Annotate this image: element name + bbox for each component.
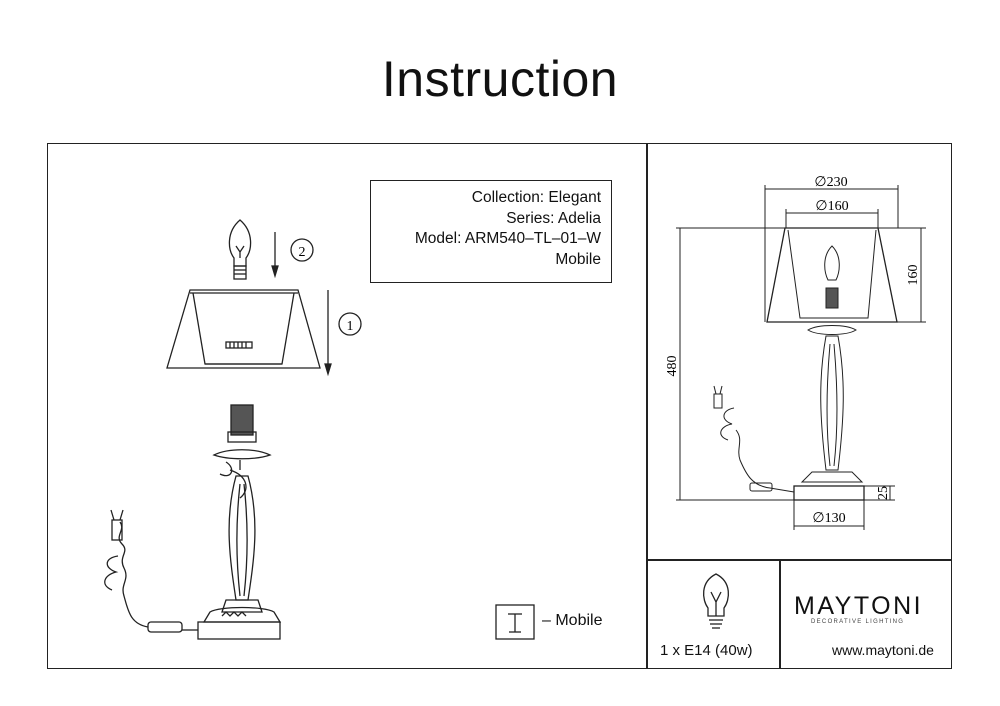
dim-base-height: 25 (876, 486, 891, 500)
mobile-legend-label: – Mobile (542, 612, 603, 629)
bulb-spec: 1 x E14 (40w) (660, 642, 753, 659)
instruction-frame (47, 143, 952, 669)
website-link[interactable]: www.maytoni.de (832, 642, 934, 658)
dim-total-height: 480 (665, 356, 680, 377)
mobile-icon (495, 604, 535, 640)
collection-label: Collection: Elegant (471, 189, 601, 206)
divider-vertical (646, 143, 648, 669)
series-label: Series: Adelia (506, 209, 601, 227)
divider-horizontal (646, 559, 952, 561)
cord-drawing (104, 509, 198, 633)
product-info-box: Collection: Elegant Series: Adelia Model… (370, 180, 612, 283)
divider-bulb-cell (779, 559, 781, 669)
step1-arrow (324, 290, 362, 377)
dim-shade-bottom: ∅160 (815, 199, 848, 214)
dim-base-diameter: ∅130 (812, 511, 845, 526)
dim-shade-height: 160 (906, 265, 921, 286)
dim-shade-top: ∅230 (814, 175, 847, 190)
bulb-drawing (228, 219, 252, 280)
mobile-label: Mobile (555, 250, 601, 268)
bulb-icon (703, 573, 729, 629)
lamp-body-drawing (197, 404, 282, 640)
step2-arrow (271, 232, 314, 279)
dimension-drawing (676, 185, 926, 530)
shade-drawing (166, 289, 321, 369)
page-title: Instruction (381, 51, 619, 107)
brand-logo: MAYTONI (794, 592, 924, 620)
step1-number: 1 (347, 319, 354, 334)
model-label: Model: ARM540–TL–01–W (414, 230, 601, 247)
brand-tagline: DECORATIVE LIGHTING (811, 619, 905, 625)
step2-number: 2 (299, 245, 306, 260)
